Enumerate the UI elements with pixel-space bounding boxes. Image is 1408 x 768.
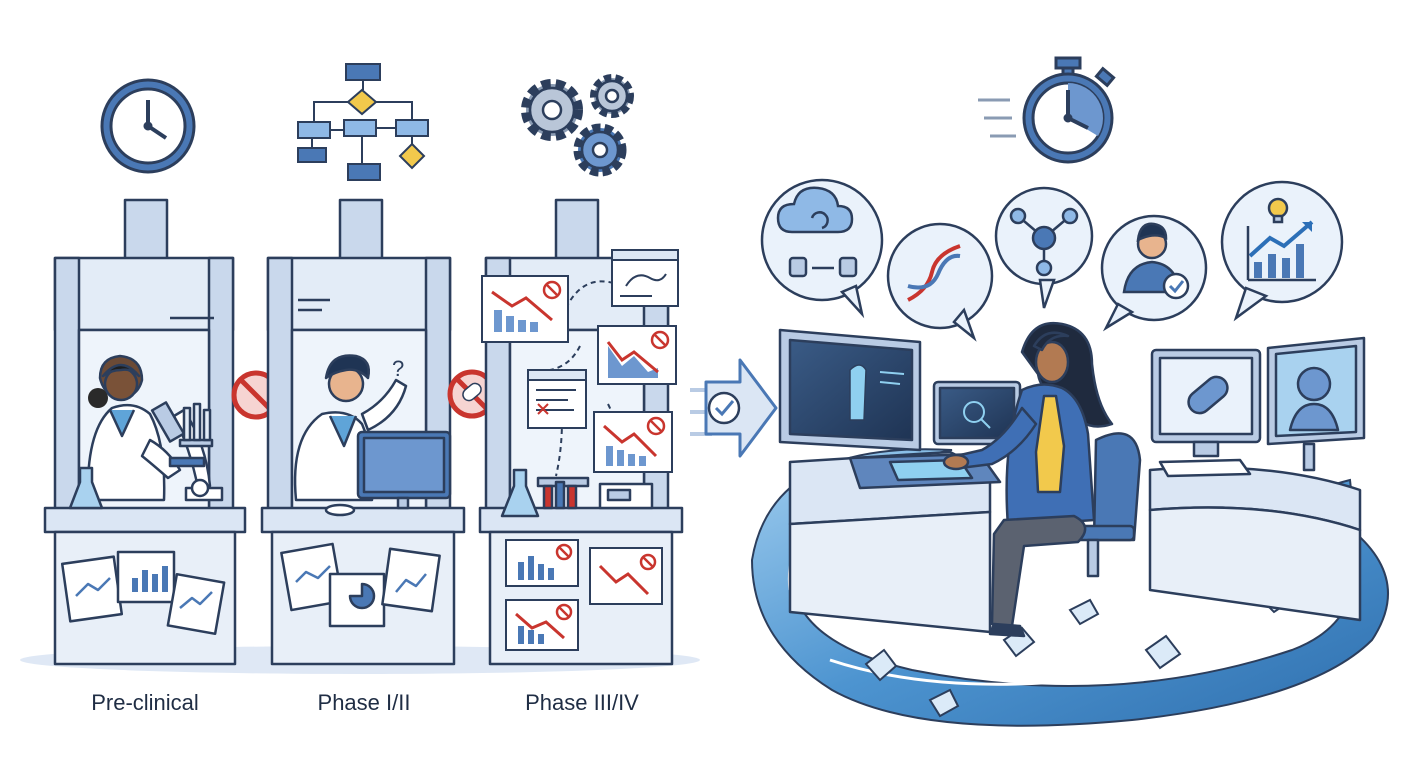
booth-phase-1-2: ?: [260, 198, 466, 666]
stage-label-phase-3-4: Phase III/IV: [525, 690, 639, 715]
stopwatch-icon: [978, 56, 1116, 164]
dna-icon: [907, 244, 961, 302]
gears-icon: [521, 74, 634, 177]
stage-label-preclinical: Pre-clinical: [91, 690, 199, 715]
chart-card: [505, 539, 579, 587]
blocked-sign-icon: [447, 369, 497, 419]
cloud-data-bubble: [760, 178, 884, 319]
chart-card: [505, 599, 579, 651]
researcher-figure: [942, 321, 1142, 638]
chart-card: [593, 411, 673, 473]
chart-card: [481, 275, 569, 343]
integrated-desk: [778, 328, 1366, 634]
user-verified-icon: [1122, 222, 1190, 300]
insight-chart-bubble: [1220, 180, 1344, 322]
insight-chart-icon: [1246, 197, 1316, 282]
user-verified-bubble: [1100, 214, 1208, 332]
cloud-data-icon: [776, 186, 858, 278]
failing-chart-cards: [481, 249, 679, 651]
flowchart-icon: [297, 63, 429, 181]
chart-card: [611, 249, 679, 307]
network-bubble: [994, 186, 1094, 309]
check-arrow-icon: [690, 358, 778, 458]
chart-card: [589, 547, 663, 605]
network-icon: [1009, 207, 1079, 277]
svg-text:?: ?: [392, 356, 404, 381]
booth-preclinical: [43, 198, 247, 666]
stage-label-phase-1-2: Phase I/II: [317, 690, 411, 715]
chart-card: [597, 325, 677, 385]
chart-card: [527, 369, 587, 429]
clock-icon: [100, 78, 196, 174]
dna-bubble: [886, 222, 994, 342]
